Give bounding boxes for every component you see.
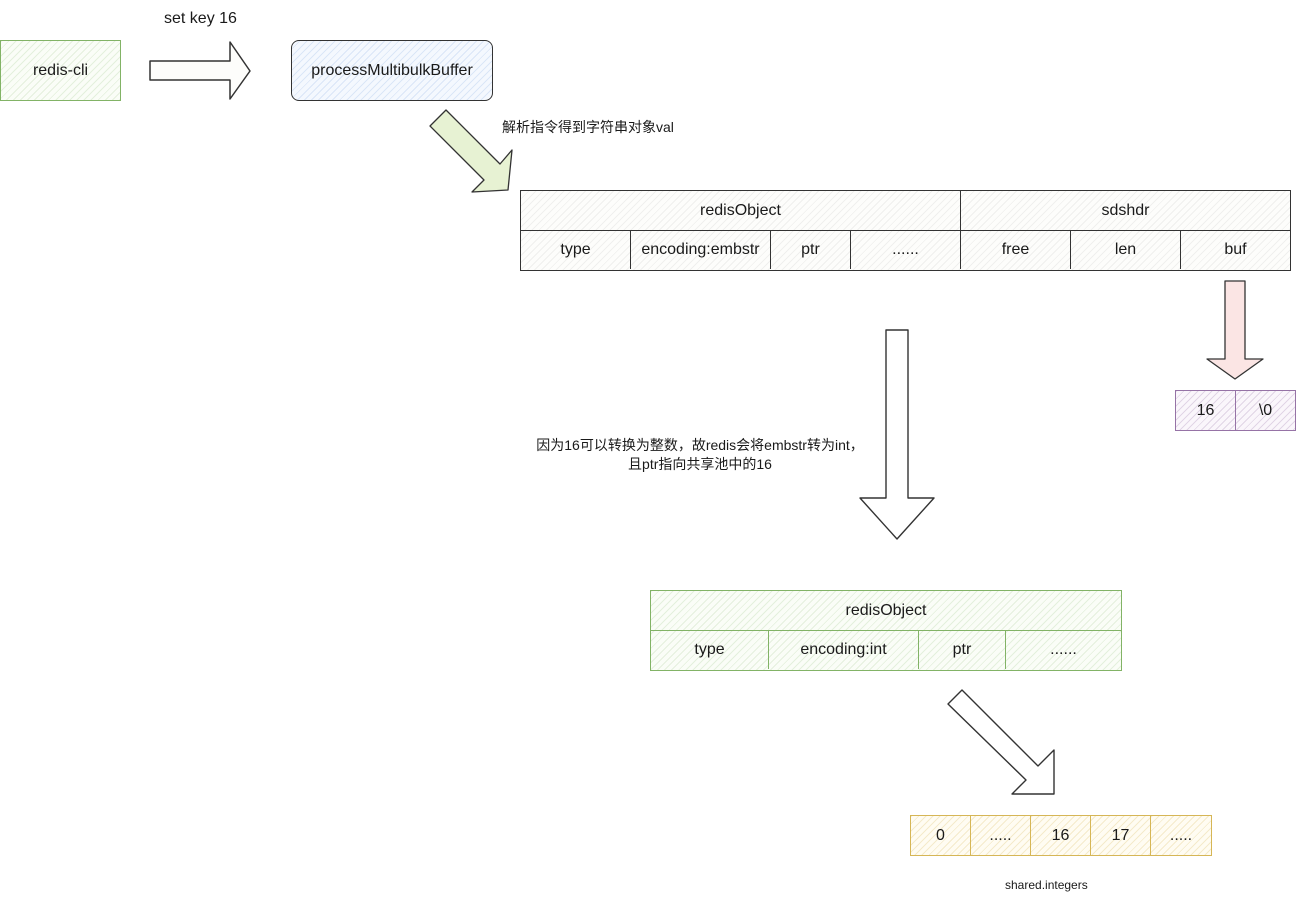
- field-free: free: [961, 231, 1071, 269]
- parser-label: processMultibulkBuffer: [311, 61, 473, 79]
- arrow-down-pink-icon: [1206, 280, 1264, 380]
- parse-note: 解析指令得到字符串对象val: [502, 119, 674, 135]
- convert-note: 因为16可以转换为整数，故redis会将embstr转为int， 且ptr指向共…: [500, 436, 900, 474]
- shared-int-cell: 17: [1091, 816, 1151, 855]
- arrow-diagonal-icon: [429, 109, 513, 193]
- field-ptr: ptr: [771, 231, 851, 269]
- field-encoding: encoding:embstr: [631, 231, 771, 269]
- redis-object-header: redisObject: [521, 191, 961, 230]
- arrow-diagonal-shared-icon: [947, 689, 1055, 795]
- field-len: len: [1071, 231, 1181, 269]
- buf-cell-terminator: \0: [1258, 401, 1273, 419]
- arrow-right-icon: [149, 41, 251, 100]
- redis-cli-node[interactable]: redis-cli: [0, 40, 121, 101]
- shared-int-cell: 16: [1031, 816, 1091, 855]
- sdshdr-header: sdshdr: [1101, 201, 1150, 219]
- int-redis-object: redisObject type encoding:int ptr ......: [650, 590, 1122, 671]
- int-field-more: ......: [1050, 641, 1077, 658]
- int-field-type: type: [651, 631, 769, 669]
- shared-integers-caption: shared.integers: [1005, 878, 1088, 892]
- shared-integers-array: 0 ..... 16 17 .....: [910, 815, 1212, 856]
- shared-int-cell: .....: [1169, 826, 1193, 844]
- int-field-ptr: ptr: [919, 631, 1006, 669]
- buf-cell-value: 16: [1176, 391, 1236, 430]
- arrow-down-icon: [859, 329, 935, 540]
- redis-cli-label: redis-cli: [32, 61, 89, 79]
- process-multibulk-buffer-node[interactable]: processMultibulkBuffer: [291, 40, 493, 101]
- field-more: ......: [851, 231, 961, 269]
- shared-int-cell: .....: [971, 816, 1031, 855]
- int-object-header: redisObject: [845, 601, 927, 619]
- buf-contents: 16 \0: [1175, 390, 1296, 431]
- field-type: type: [521, 231, 631, 269]
- field-buf: buf: [1224, 241, 1247, 258]
- command-label: set key 16: [164, 10, 237, 27]
- embstr-structure: redisObject sdshdr type encoding:embstr …: [520, 190, 1291, 271]
- shared-int-cell: 0: [911, 816, 971, 855]
- int-field-encoding: encoding:int: [769, 631, 919, 669]
- convert-note-line1: 因为16可以转换为整数，故redis会将embstr转为int，: [536, 437, 864, 453]
- convert-note-line2: 且ptr指向共享池中的16: [628, 456, 772, 472]
